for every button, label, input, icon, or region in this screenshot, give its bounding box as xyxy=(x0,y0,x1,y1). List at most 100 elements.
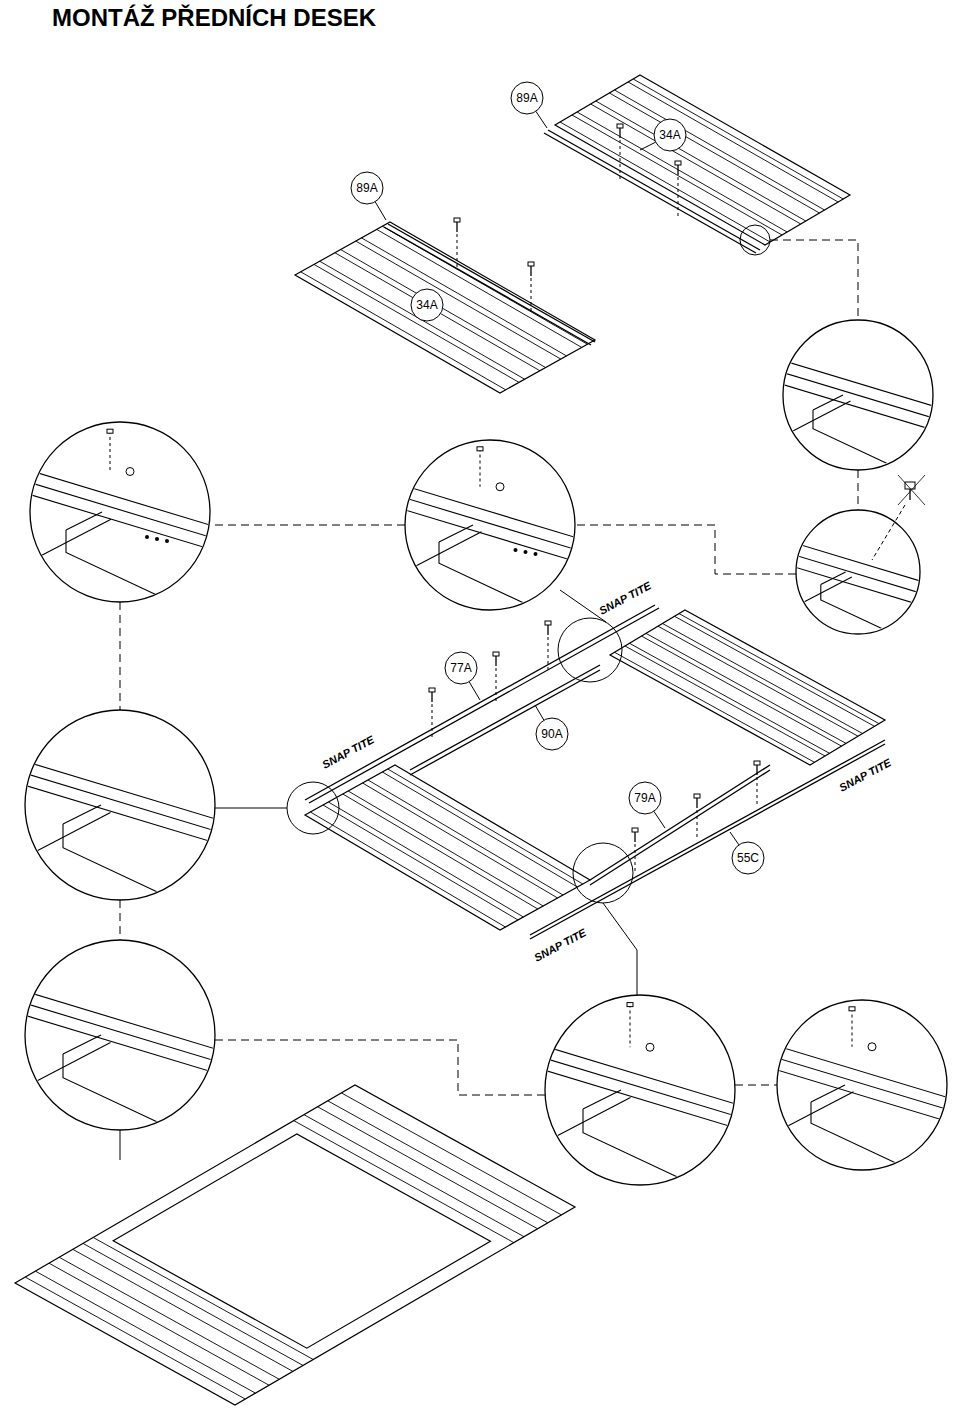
line xyxy=(544,133,756,253)
line xyxy=(560,122,770,242)
line xyxy=(59,1257,279,1379)
line xyxy=(898,475,925,505)
screw-symbol xyxy=(872,475,925,560)
callout-circle xyxy=(654,119,686,151)
hole xyxy=(145,535,149,539)
line xyxy=(852,1009,853,1047)
line xyxy=(73,1249,293,1371)
line xyxy=(25,785,215,842)
callout-number: 89A xyxy=(515,91,538,105)
callout-circle xyxy=(411,289,443,321)
screw-symbol xyxy=(528,262,534,313)
line xyxy=(547,625,548,635)
panel-outline xyxy=(555,75,850,245)
line xyxy=(777,1092,854,1132)
detail-view xyxy=(777,1000,947,1187)
dashed-leader xyxy=(439,542,575,627)
line xyxy=(620,140,621,180)
line xyxy=(634,832,635,842)
line xyxy=(375,202,386,220)
screw-head xyxy=(429,688,435,692)
line xyxy=(730,832,739,845)
screw-symbol xyxy=(627,1003,633,1048)
screw-head xyxy=(545,621,551,625)
line xyxy=(530,744,885,939)
screw-symbol xyxy=(107,429,113,471)
detail-content xyxy=(545,1003,735,1204)
panel-outline xyxy=(305,765,590,930)
line xyxy=(531,278,532,313)
screw-symbol xyxy=(754,761,760,807)
dashed-leader xyxy=(120,900,121,940)
dashed-leader xyxy=(858,470,859,510)
line xyxy=(305,605,655,800)
line xyxy=(679,614,879,724)
callout-number: 77A xyxy=(449,661,472,675)
line xyxy=(646,633,846,743)
line xyxy=(30,483,210,537)
line xyxy=(658,626,858,736)
line xyxy=(535,705,544,720)
detail-view xyxy=(30,422,210,620)
dashed-leader xyxy=(63,824,215,919)
callout-circle xyxy=(732,842,764,874)
line xyxy=(328,802,523,917)
detail-circle xyxy=(783,320,933,470)
line xyxy=(49,1263,269,1385)
panel-outline xyxy=(295,222,595,393)
line xyxy=(382,772,577,887)
callout-circle xyxy=(536,718,568,750)
washer xyxy=(496,483,504,491)
hole xyxy=(165,539,169,543)
line xyxy=(410,665,600,770)
line xyxy=(30,471,210,525)
line xyxy=(590,770,770,885)
hole xyxy=(524,550,528,554)
line xyxy=(362,238,567,356)
line xyxy=(25,991,215,1048)
dashed-leader xyxy=(583,1109,735,1204)
line xyxy=(110,431,111,472)
dashed-leader xyxy=(735,1085,777,1086)
line xyxy=(530,266,531,276)
detail-circle xyxy=(796,510,920,634)
hole xyxy=(155,537,159,541)
line xyxy=(796,543,920,581)
line xyxy=(796,567,920,605)
line xyxy=(495,656,496,666)
detail-content xyxy=(796,543,920,646)
line xyxy=(545,1098,631,1143)
screw-head xyxy=(632,828,638,832)
line xyxy=(756,765,757,775)
line xyxy=(783,361,933,406)
detail-circle xyxy=(30,422,210,602)
line xyxy=(301,272,506,390)
detail-content xyxy=(25,761,215,919)
screw-symbol xyxy=(675,161,681,217)
line xyxy=(777,1058,947,1109)
line xyxy=(530,740,885,935)
line xyxy=(548,637,549,672)
panel-outline xyxy=(610,610,885,765)
line xyxy=(615,652,815,762)
line xyxy=(405,532,482,572)
screw-symbol xyxy=(454,218,460,269)
line xyxy=(697,810,698,840)
line xyxy=(30,495,210,549)
screw-symbol xyxy=(545,621,551,672)
line xyxy=(294,1121,514,1243)
detail-view xyxy=(25,710,215,919)
rail xyxy=(410,665,600,775)
line xyxy=(348,791,543,906)
detail-view xyxy=(405,440,575,627)
wall-outline xyxy=(15,1085,575,1405)
callout-number: 89A xyxy=(355,181,378,195)
hole xyxy=(534,552,538,556)
callout-number: 34A xyxy=(658,128,681,142)
detail-content xyxy=(30,429,210,620)
dashed-leader xyxy=(821,584,920,646)
screw-head xyxy=(477,447,483,451)
screw-head xyxy=(627,1003,633,1007)
detail-view xyxy=(25,940,215,1149)
